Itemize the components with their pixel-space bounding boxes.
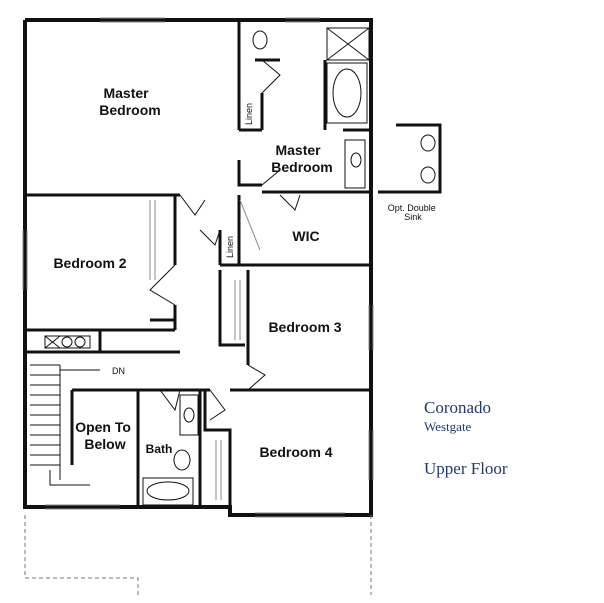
bath-sink-icon [183, 407, 195, 423]
patio-outline [24, 515, 372, 595]
room-label-bedroom-3: Bedroom 3 [268, 319, 341, 335]
tub-basin-icon [332, 68, 362, 118]
bath-toilet-icon [173, 449, 191, 471]
bath-tub [142, 477, 194, 506]
windows [22, 17, 374, 518]
room-label-linen-1: Linen [244, 103, 254, 125]
fixtures [44, 27, 370, 506]
interior-walls [25, 20, 371, 507]
outer-walls [23, 18, 373, 517]
door-swings [149, 59, 301, 421]
room-label-master-bath: Master Bedroom [271, 142, 332, 175]
optional-sink-label: Opt. Double Sink [388, 203, 439, 222]
room-label-wic: WIC [292, 228, 319, 244]
series-name: Westgate [424, 419, 472, 434]
bathtub [326, 62, 368, 124]
linen-closet-icon [44, 335, 91, 349]
optional-double-sink [378, 123, 442, 194]
room-label-bedroom-2: Bedroom 2 [53, 255, 126, 271]
shower [326, 27, 370, 61]
room-label-master-bedroom: Master Bedroom [99, 85, 160, 118]
stairs [30, 364, 100, 486]
toilet-icon [252, 30, 268, 50]
model-name: Coronado [424, 398, 491, 417]
room-label-bath: Bath [146, 442, 173, 456]
room-label-linen-2: Linen [225, 236, 235, 258]
floor-name: Upper Floor [424, 459, 508, 478]
sink-icon [350, 152, 362, 168]
stair-direction-label: DN [112, 366, 125, 376]
room-label-open-to-below: Open To Below [75, 419, 135, 452]
room-label-bedroom-4: Bedroom 4 [259, 444, 332, 460]
